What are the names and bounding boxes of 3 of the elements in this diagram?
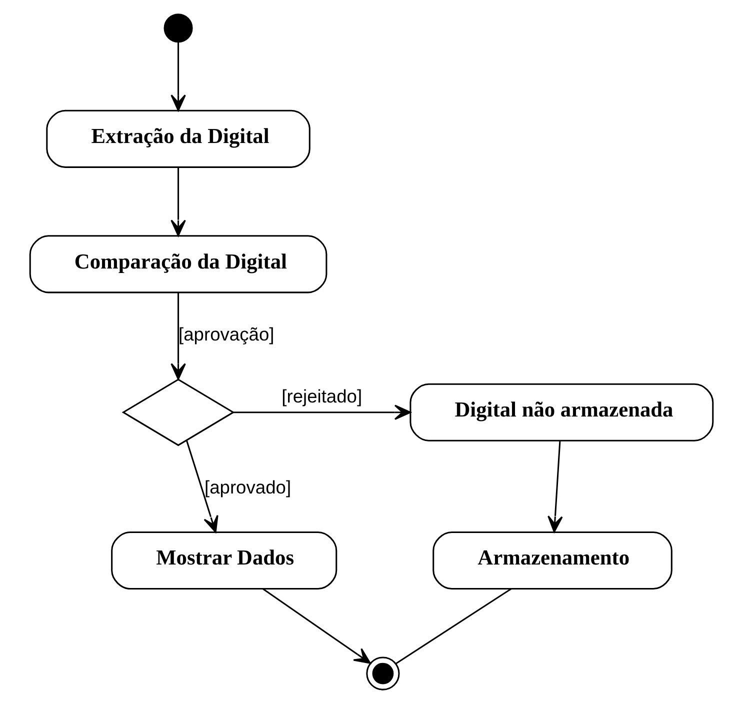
edge-label: [aprovação]	[178, 324, 274, 345]
edge-label: [rejeitado]	[282, 386, 362, 407]
edge-label: [aprovado]	[204, 476, 292, 498]
